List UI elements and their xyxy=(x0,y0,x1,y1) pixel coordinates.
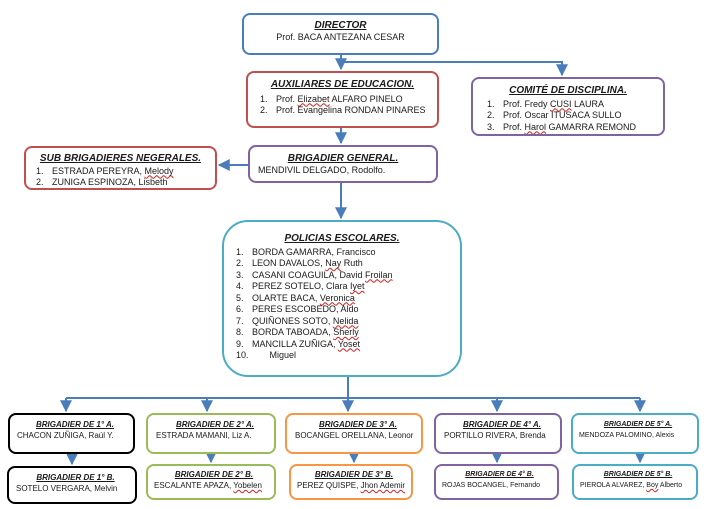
list-item: 1.Prof. Fredy CUSI LAURA xyxy=(487,98,605,109)
list-item: 8.BORDA TABOADA, Sherly xyxy=(236,327,359,338)
brigadier-2b-name: ESCALANTE APAZA, Yobelen xyxy=(154,481,262,491)
brigadier-5b-name: PIEROLA ALVAREZ, Boy Alberto xyxy=(580,482,683,490)
list-item: 3.CASANI COAGUILA, David Froilan xyxy=(236,269,393,280)
brigadier-4a-title: BRIGADIER DE 4° A. xyxy=(462,420,542,429)
brigadier-2a-title: BRIGADIER DE 2° A. xyxy=(175,420,255,429)
list-item: 5.OLARTE BACA, Veronica xyxy=(236,292,355,303)
list-item: 7.QUIÑONES SOTO, Nelida xyxy=(236,315,359,326)
brigadier-3b-box: BRIGADIER DE 3° B. PEREZ QUISPE, Jhon Ad… xyxy=(289,464,413,500)
comite-box: COMITÉ DE DISCIPLINA. 1.Prof. Fredy CUSI… xyxy=(471,77,665,136)
list-item: 4.PEREZ SOTELO, Clara Iyet xyxy=(236,281,365,292)
auxiliares-title: AUXILIARES DE EDUCACION. xyxy=(270,79,415,90)
brigadier-3b-title: BRIGADIER DE 3° B. xyxy=(314,470,394,479)
list-item: 2.Prof. Oscar ITUSACA SULLO xyxy=(487,110,622,121)
brigadier-2b-box: BRIGADIER DE 2° B. ESCALANTE APAZA, Yobe… xyxy=(146,464,276,500)
brigadier-general-title: BRIGADIER GENERAL. xyxy=(287,153,399,164)
policias-list: 1.BORDA GAMARRA, Francisco 2.LEON DAVALO… xyxy=(236,247,460,362)
comite-list: 1.Prof. Fredy CUSI LAURA 2.Prof. Oscar I… xyxy=(487,99,663,134)
list-item: 9.MANCILLA ZUÑIGA, Yoset xyxy=(236,338,361,349)
brigadier-1b-title: BRIGADIER DE 1° B. xyxy=(36,473,115,482)
brigadier-3b-name: PEREZ QUISPE, Jhon Ademir xyxy=(297,481,406,491)
list-item: 2.Prof. Evangelina RONDAN PINARES xyxy=(260,105,426,116)
brigadier-4b-box: BRIGADIER DE 4° B. ROJAS BOCANGEL, Ferna… xyxy=(434,464,559,500)
list-item: 3.Prof. Harol GAMARRA REMOND xyxy=(487,121,637,132)
brigadier-4b-name: ROJAS BOCANGEL, Fernando xyxy=(442,482,541,490)
brigadier-1a-title: BRIGADIER DE 1° A. xyxy=(35,420,115,429)
comite-title: COMITÉ DE DISCIPLINA. xyxy=(509,85,627,96)
list-item: 2.ZUNIGA ESPINOZA, Lisbeth xyxy=(36,177,168,188)
brigadier-general-name: MENDIVIL DELGADO, Rodolfo. xyxy=(258,164,386,175)
brigadier-1b-name: SOTELO VERGARA, Melvin xyxy=(16,484,118,494)
brigadier-4b-title: BRIGADIER DE 4° B. xyxy=(465,471,534,478)
brigadier-1a-name: CHACON ZUÑIGA, Raúl Y. xyxy=(17,431,114,441)
auxiliares-list: 1.Prof. Elizabet ALFARO PINELO 2.Prof. E… xyxy=(260,94,437,117)
connector-director-comite xyxy=(341,61,568,77)
sub-brigadieres-box: SUB BRIGADIERES NEGERALES. 1.ESTRADA PER… xyxy=(24,146,217,190)
policias-title: POLICIAS ESCOLARES. xyxy=(284,233,400,244)
brigadier-5b-title: BRIGADIER DE 5° B. xyxy=(603,471,673,478)
brigadier-5a-title: BRIGADIER DE 5° A. xyxy=(603,421,673,428)
brigadier-5a-box: BRIGADIER DE 5° A. MENDOZA PALOMINO, Ale… xyxy=(571,413,699,454)
brigadier-2a-name: ESTRADA MAMANI, Liz A. xyxy=(156,431,252,441)
brigadier-3a-box: BRIGADIER DE 3° A. BOCANGEL ORELLANA, Le… xyxy=(285,413,423,454)
list-item: 10. Miguel xyxy=(236,350,297,361)
brigadier-5b-box: BRIGADIER DE 5° B. PIEROLA ALVAREZ, Boy … xyxy=(572,464,698,500)
brigadier-1a-box: BRIGADIER DE 1° A. CHACON ZUÑIGA, Raúl Y… xyxy=(8,413,135,454)
policias-box: POLICIAS ESCOLARES. 1.BORDA GAMARRA, Fra… xyxy=(222,220,462,377)
brigadier-5a-name: MENDOZA PALOMINO, Alexis xyxy=(579,432,675,440)
list-item: 6.PERES ESCOBEDO, Aldo xyxy=(236,304,359,315)
brigadier-1b-box: BRIGADIER DE 1° B. SOTELO VERGARA, Melvi… xyxy=(7,466,137,504)
list-item: 1.ESTRADA PEREYRA, Melody xyxy=(36,165,174,176)
list-item: 1.BORDA GAMARRA, Francisco xyxy=(236,246,376,257)
brigadier-4a-name: PORTILLO RIVERA, Brenda xyxy=(444,431,546,441)
brigadier-2b-title: BRIGADIER DE 2° B. xyxy=(174,470,254,479)
brigadier-4a-box: BRIGADIER DE 4° A. PORTILLO RIVERA, Bren… xyxy=(434,413,562,454)
brigadier-2a-box: BRIGADIER DE 2° A. ESTRADA MAMANI, Liz A… xyxy=(146,413,276,454)
list-item: 1.Prof. Elizabet ALFARO PINELO xyxy=(260,93,403,104)
brigadier-3a-title: BRIGADIER DE 3° A. xyxy=(318,420,398,429)
director-title: DIRECTOR xyxy=(314,20,367,31)
sub-brigadieres-list: 1.ESTRADA PEREYRA, Melody 2.ZUNIGA ESPIN… xyxy=(36,166,215,189)
auxiliares-box: AUXILIARES DE EDUCACION. 1.Prof. Elizabe… xyxy=(246,71,439,128)
sub-brigadieres-title: SUB BRIGADIERES NEGERALES. xyxy=(39,153,202,164)
brigadier-general-box: BRIGADIER GENERAL. MENDIVIL DELGADO, Rod… xyxy=(248,145,438,183)
director-name: Prof. BACA ANTEZANA CESAR xyxy=(276,31,405,42)
director-box: DIRECTOR Prof. BACA ANTEZANA CESAR xyxy=(242,13,439,55)
brigadier-3a-name: BOCANGEL ORELLANA, Leonor xyxy=(295,431,414,441)
list-item: 2.LEON DAVALOS, Nay Ruth xyxy=(236,258,363,269)
